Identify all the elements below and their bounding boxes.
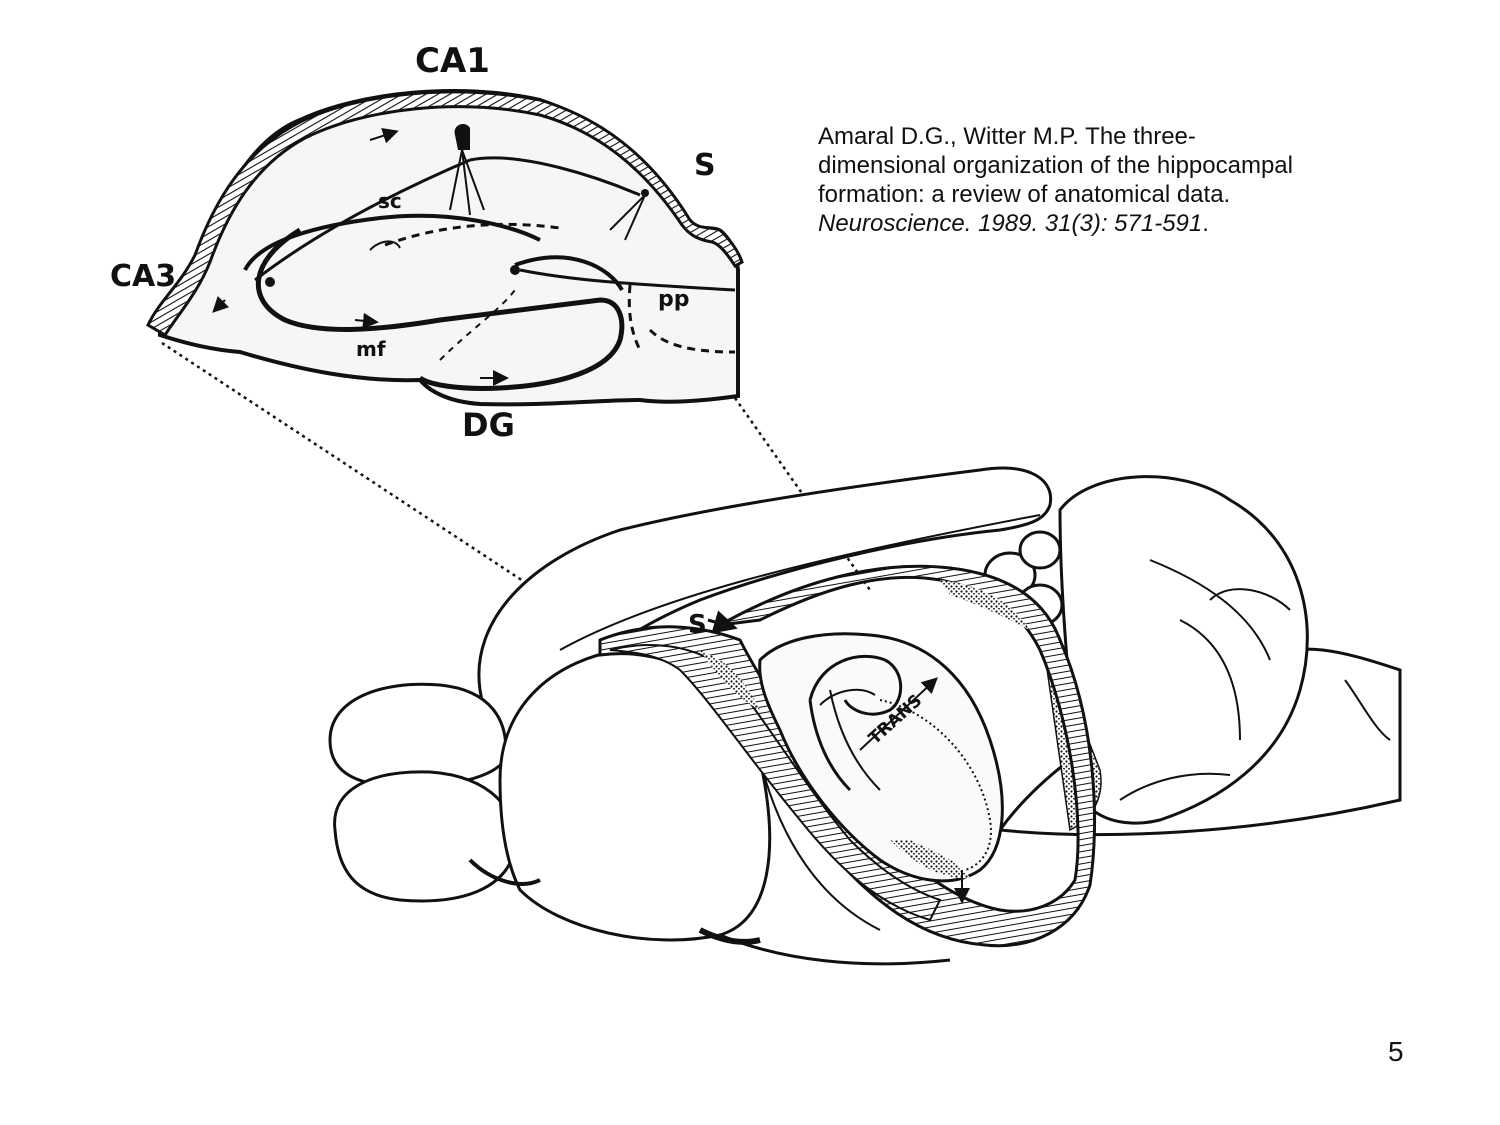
ca-cell-layer-band	[146, 90, 744, 338]
citation-line-2: dimensional organization of the hippocam…	[818, 152, 1293, 179]
citation-journal: Neuroscience. 1989. 31(3): 571-591	[818, 210, 1203, 237]
label-pp: pp	[658, 287, 690, 312]
hippocampal-slice: CA1 S CA3 sc mf pp DG	[110, 41, 744, 444]
label-subiculum-brain: S	[688, 610, 707, 640]
label-ca1: CA1	[415, 41, 490, 81]
citation-journal-line: Neuroscience. 1989. 31(3): 571-591.	[818, 209, 1458, 238]
label-mf: mf	[356, 337, 386, 361]
olfactory-bulb-lower	[333, 770, 518, 903]
label-subiculum-top: S	[694, 148, 716, 183]
label-dg: DG	[462, 406, 515, 444]
citation-journal-end: .	[1202, 210, 1209, 237]
dentate-gyrus	[255, 227, 625, 391]
subiculum-pointer-arrow	[707, 610, 738, 634]
citation-line-1: Amaral D.G., Witter M.P. The three-	[818, 123, 1196, 150]
citation-block: Amaral D.G., Witter M.P. The three- dime…	[818, 122, 1458, 238]
rat-brain: TRANS S	[328, 466, 1402, 966]
inner-cutaway-region	[758, 632, 1004, 883]
label-ca3: CA3	[110, 259, 176, 294]
citation-line-3: formation: a review of anatomical data.	[818, 181, 1231, 208]
label-sc: sc	[378, 189, 402, 213]
slide-number: 5	[1388, 1036, 1404, 1067]
slice-outline	[158, 89, 740, 407]
